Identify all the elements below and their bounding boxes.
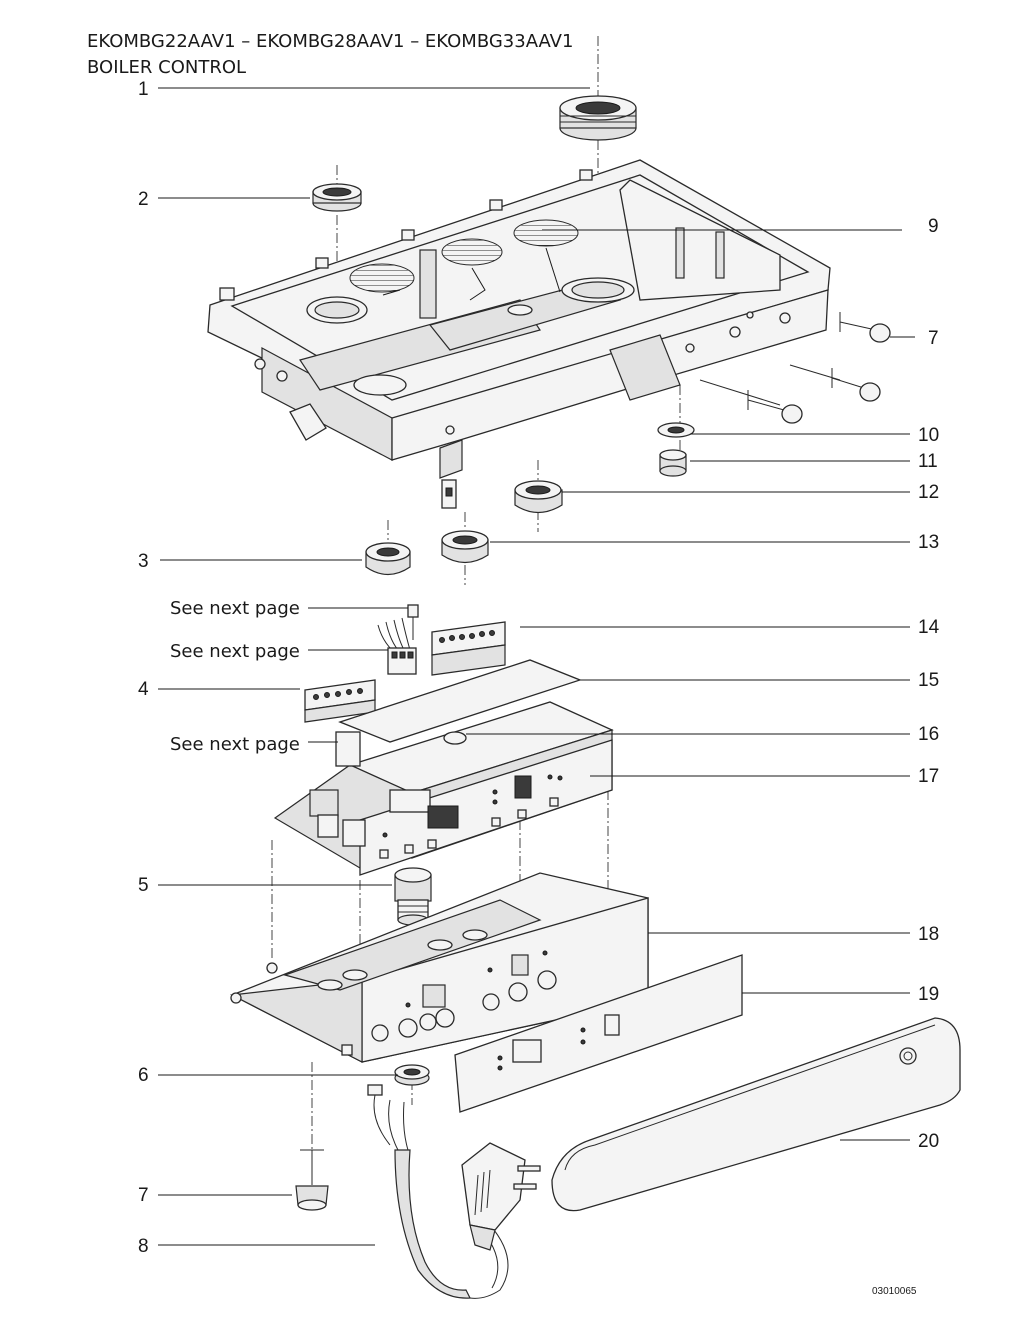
part-18-front-frame [229,872,649,1063]
part-4-terminal-block [304,679,376,723]
callout-12: 12 [918,482,939,503]
part-7-buttons-right [699,312,891,424]
part-3-nut [365,542,411,576]
part-2-grommet [312,183,362,212]
part-13-nut [441,530,489,564]
callout-17: 17 [918,766,939,787]
drawing-code: 03010065 [872,1286,917,1297]
callout-6: 6 [138,1065,149,1086]
section-title: BOILER CONTROL [87,57,247,78]
part-7-button-bottom [295,1149,329,1211]
connector-small-top [407,604,419,640]
leader-lines [158,87,915,1246]
connector-wired [377,617,417,675]
callout-7-bottom: 7 [138,1185,149,1206]
callout-3: 3 [138,551,149,572]
part-17-pcb [273,701,614,876]
callout-15: 15 [918,670,939,691]
callout-8: 8 [138,1236,149,1257]
callout-10: 10 [918,425,939,446]
callout-19: 19 [918,984,939,1005]
callout-1: 1 [138,79,149,100]
callout-7-right: 7 [928,328,939,349]
part-5-cable-gland [394,867,432,926]
control-housing-box [207,159,831,509]
part-6-ring-nut [394,1064,430,1086]
callout-4: 4 [138,679,149,700]
see-next-page-notes: See next page See next page See next pag… [170,598,300,755]
part-14-terminal-block [431,621,506,676]
part-19-front-label [454,954,743,1113]
callout-14: 14 [918,617,940,638]
part-11-bushing [659,449,687,477]
callout-13: 13 [918,532,939,553]
note-see-next-page-2: See next page [170,641,300,662]
callout-2: 2 [138,189,149,210]
models-title: EKOMBG22AAV1 – EKOMBG28AAV1 – EKOMBG33AA… [87,31,574,52]
callout-5: 5 [138,875,149,896]
callout-18: 18 [918,924,939,945]
part-12-nut [514,480,563,514]
callout-numbers: 1 2 3 4 5 6 7 8 9 7 10 11 12 13 14 15 16… [138,79,940,1257]
part-20-front-cover [551,1017,961,1212]
callout-9: 9 [928,216,939,237]
part-8-power-cable [367,1084,541,1299]
callout-20: 20 [918,1131,939,1152]
note-see-next-page-1: See next page [170,598,300,619]
callout-16: 16 [918,724,939,745]
part-1-large-grommet [559,95,637,141]
part-10-washer [657,422,695,438]
callout-11: 11 [918,451,938,472]
note-see-next-page-3: See next page [170,734,300,755]
